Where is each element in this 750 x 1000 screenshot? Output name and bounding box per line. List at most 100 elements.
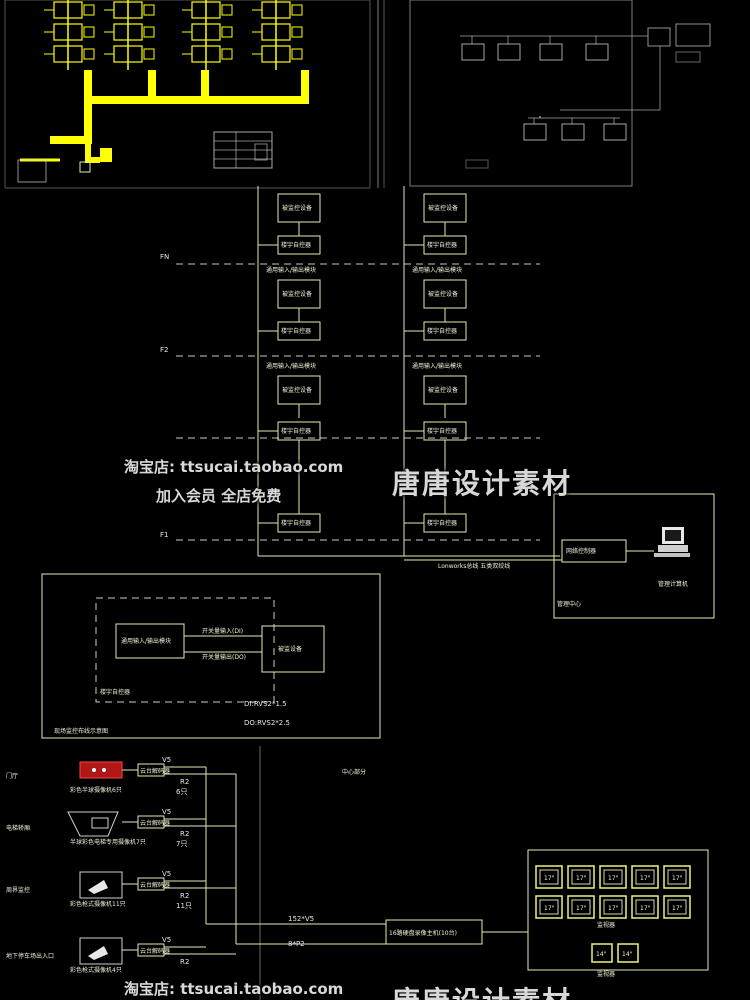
monitor-frame: [567, 895, 595, 919]
network-controller-label: 网络控制器: [566, 547, 596, 555]
cabinet-small-box: [83, 4, 95, 16]
computer-icon: [654, 527, 690, 557]
monitor-size-label: 17": [544, 905, 555, 912]
video-cable-label: V5: [162, 936, 171, 944]
floor-label-fn: FN: [160, 253, 169, 261]
camera-location-label: 电梯轿厢: [6, 824, 30, 832]
camera-caption: 彩色枪式摄像机4只: [70, 966, 122, 974]
small-monitor-frame: [617, 943, 639, 963]
cabinet-small-box: [291, 26, 303, 38]
cable-do-label: DO:RVS2*2.5: [244, 719, 290, 727]
watermark-member-line: 加入会员 全店免费: [156, 487, 282, 505]
switch-output-label: 开关量输出(DO): [202, 653, 246, 661]
monitor-frame: [599, 895, 627, 919]
cabinet-small-box: [83, 48, 95, 60]
monitor-frame: [631, 895, 659, 919]
terminal-device-label: 被监控设备: [428, 204, 458, 212]
decoder-label: 云台解码器: [140, 947, 170, 955]
bullet-camera-icon: [79, 871, 123, 899]
monitor-screen: [603, 869, 623, 885]
video-cable-label: V5: [162, 756, 171, 764]
camera-body: [91, 817, 109, 829]
management-center-label: 管理中心: [557, 600, 581, 608]
top-right-network-schematic: [377, 0, 711, 188]
riser-columns: 被监控设备楼宇自控器楼宇自控器楼宇自控器楼宇自控器通用输入/输出模块被监控设备通…: [258, 193, 467, 533]
controller-label: 楼宇自控器: [427, 241, 457, 249]
decoder-label: 云台解码器: [140, 767, 170, 775]
small-monitor-label: 监视器: [597, 970, 615, 978]
monitor-frame: [663, 895, 691, 919]
monitor-size-label: 17": [608, 875, 619, 882]
camera-rows: 门厅彩色半球摄像机6只云台解码器V5R26只电梯轿厢半球彩色电梯专用摄像机7只云…: [6, 756, 237, 974]
monitor-screen: [571, 899, 591, 915]
monitor-frame: [535, 895, 563, 919]
controller-label: 楼宇自控器: [281, 427, 311, 435]
monitor-size-label: 17": [608, 905, 619, 912]
camera-count-label: 7只: [176, 840, 187, 848]
dome-camera-icon: [79, 761, 123, 779]
camera-count-label: 11只: [176, 902, 192, 910]
camera-caption: 彩色枪式摄像机11只: [70, 900, 126, 908]
controller-label: 楼宇自控器: [427, 327, 457, 335]
host-ctrl-cable-label: 8*P2: [288, 940, 305, 948]
cable-di-label: DI:RVS2*1.5: [244, 700, 287, 708]
monitor-frame: [663, 865, 691, 889]
cabinet-small-box: [221, 48, 233, 60]
small-monitor-size-label: 14": [596, 951, 607, 958]
monitor-size-label: 17": [640, 905, 651, 912]
monitor-size-label: 17": [672, 905, 683, 912]
network-nodes: [461, 36, 627, 141]
controller-label: 楼宇自控器: [281, 241, 311, 249]
network-node-box: [497, 43, 521, 61]
dvr-host-label: 16路硬盘录像主机(10台): [389, 929, 457, 937]
monitor-size-label: 17": [544, 875, 555, 882]
control-cable-label: R2: [180, 830, 189, 838]
network-node-box: [539, 43, 563, 61]
monitor-frame: [567, 865, 595, 889]
terminal-device-label: 被监控设备: [428, 386, 458, 394]
cabinet-small-box: [143, 48, 155, 60]
cabinet-small-box: [221, 26, 233, 38]
io-module-label: 通用输入/输出模块: [412, 266, 462, 274]
camera-caption: 半球彩色电梯专用摄像机7只: [70, 838, 146, 846]
monitor-size-label: 17": [576, 905, 587, 912]
network-node-box: [523, 123, 547, 141]
terminal-device-label: 被监控设备: [282, 386, 312, 394]
watermark-brand-bottom: 唐唐设计素材: [392, 980, 572, 1000]
camera-body: [88, 880, 108, 894]
switch-input-label: 开关量输入(DI): [202, 627, 243, 635]
floor-label-f2: F2: [160, 346, 168, 354]
camera-location-label: 地下停车场出入口: [6, 952, 54, 960]
bus-label: Lonworks总线 五类双绞线: [438, 562, 510, 570]
network-node-box: [585, 43, 609, 61]
terminal-device-label: 被监控设备: [428, 290, 458, 298]
camera-lens-dot: [92, 768, 96, 772]
control-cable-label: R2: [180, 892, 189, 900]
watermark-shop-url: 淘宝店: ttsucai.taobao.com: [124, 458, 344, 476]
top-left-riser-schematic: [4, 0, 371, 189]
camera-caption: 彩色半球摄像机6只: [70, 786, 122, 794]
terminal-device-label: 被监控设备: [282, 290, 312, 298]
bas-riser-diagram: FN F2 F1 被监控设备楼宇自控器楼宇自控器楼宇自控器楼宇自控器通用输入/输…: [160, 186, 715, 619]
camera-location-label: 周界监控: [6, 886, 30, 894]
detail-io-module-label: 通用输入/输出模块: [121, 637, 171, 645]
decoder-label: 云台解码器: [140, 819, 170, 827]
host-video-cable-label: 152*V5: [288, 915, 314, 923]
terminal-device-label: 被监控设备: [282, 204, 312, 212]
cabinet-small-box: [221, 4, 233, 16]
monitor-frame: [535, 865, 563, 889]
monitor-screen: [539, 869, 559, 885]
cabinet-small-box: [143, 4, 155, 16]
cabinet-small-box: [291, 48, 303, 60]
detail-controller-label: 楼宇自控器: [100, 688, 130, 696]
monitor-wall: 17"17"17"17"17"17"17"17"17"17"14"14": [535, 865, 691, 963]
monitor-size-label: 17": [576, 875, 587, 882]
cabinet-grid: [44, 0, 303, 70]
cctv-system-diagram: 中心部分 门厅彩色半球摄像机6只云台解码器V5R26只电梯轿厢半球彩色电梯专用摄…: [6, 746, 709, 1000]
small-monitor-size-label: 14": [622, 951, 633, 958]
io-module-label: 通用输入/输出模块: [266, 362, 316, 370]
control-cable-label: R2: [180, 778, 189, 786]
monitor-screen: [667, 899, 687, 915]
controller-label: 楼宇自控器: [427, 427, 457, 435]
